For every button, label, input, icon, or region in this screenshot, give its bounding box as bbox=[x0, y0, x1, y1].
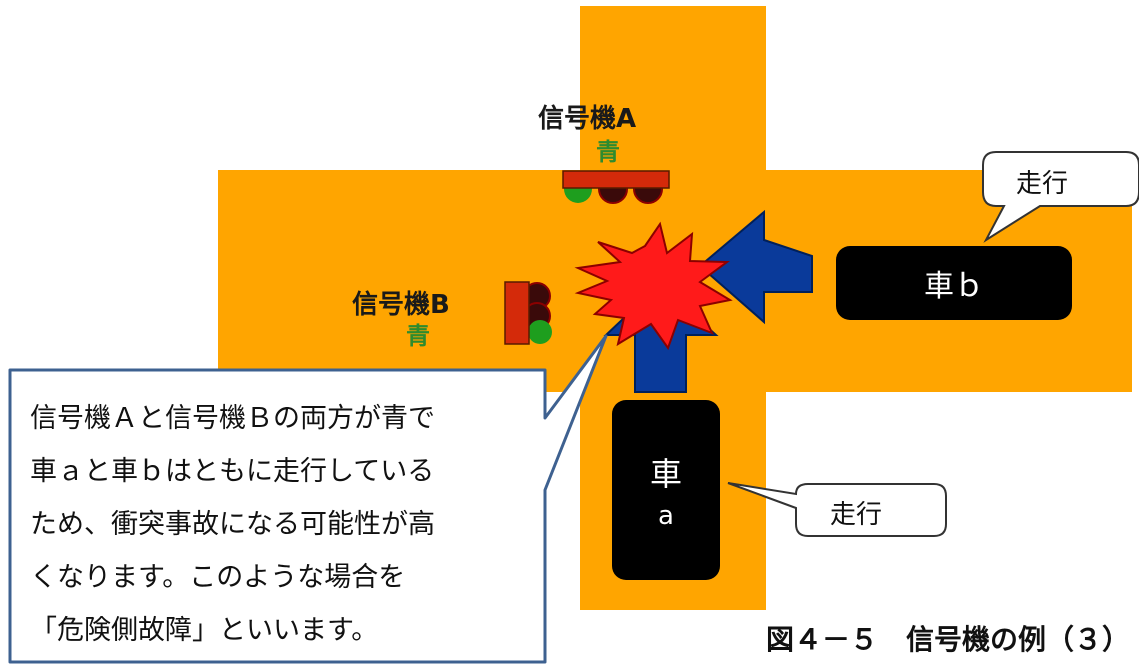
car-b: 車ｂ bbox=[836, 246, 1072, 320]
traffic-signal-b-icon bbox=[504, 281, 552, 345]
callout-car-a-text: 走行 bbox=[830, 500, 883, 530]
callout-car-b-text: 走行 bbox=[1016, 169, 1069, 199]
explanation-bubble bbox=[8, 334, 608, 664]
traffic-signal-a-icon bbox=[562, 170, 670, 204]
car-b-label: 車ｂ bbox=[924, 269, 984, 304]
arrow-left-icon bbox=[698, 209, 813, 325]
figure-caption: 図４－５ 信号機の例（３） bbox=[766, 623, 1131, 656]
signal-a-state: 青 bbox=[596, 138, 620, 166]
explanation-text: 信号機Ａと信号機Ｂの両方が青で 車ａと車ｂはともに走行している ため、衝突事故に… bbox=[30, 403, 435, 646]
car-a-label-line1: 車 bbox=[649, 455, 682, 493]
signal-b-state: 青 bbox=[406, 322, 430, 350]
signal-b-label: 信号機B bbox=[352, 290, 450, 320]
car-a: 車 a bbox=[612, 400, 720, 580]
car-a-label-line2: a bbox=[658, 501, 674, 531]
collision-burst-icon bbox=[574, 221, 733, 351]
callout-car-a bbox=[727, 482, 947, 537]
signal-a-label: 信号機A bbox=[538, 104, 637, 134]
callout-car-b bbox=[982, 151, 1139, 243]
